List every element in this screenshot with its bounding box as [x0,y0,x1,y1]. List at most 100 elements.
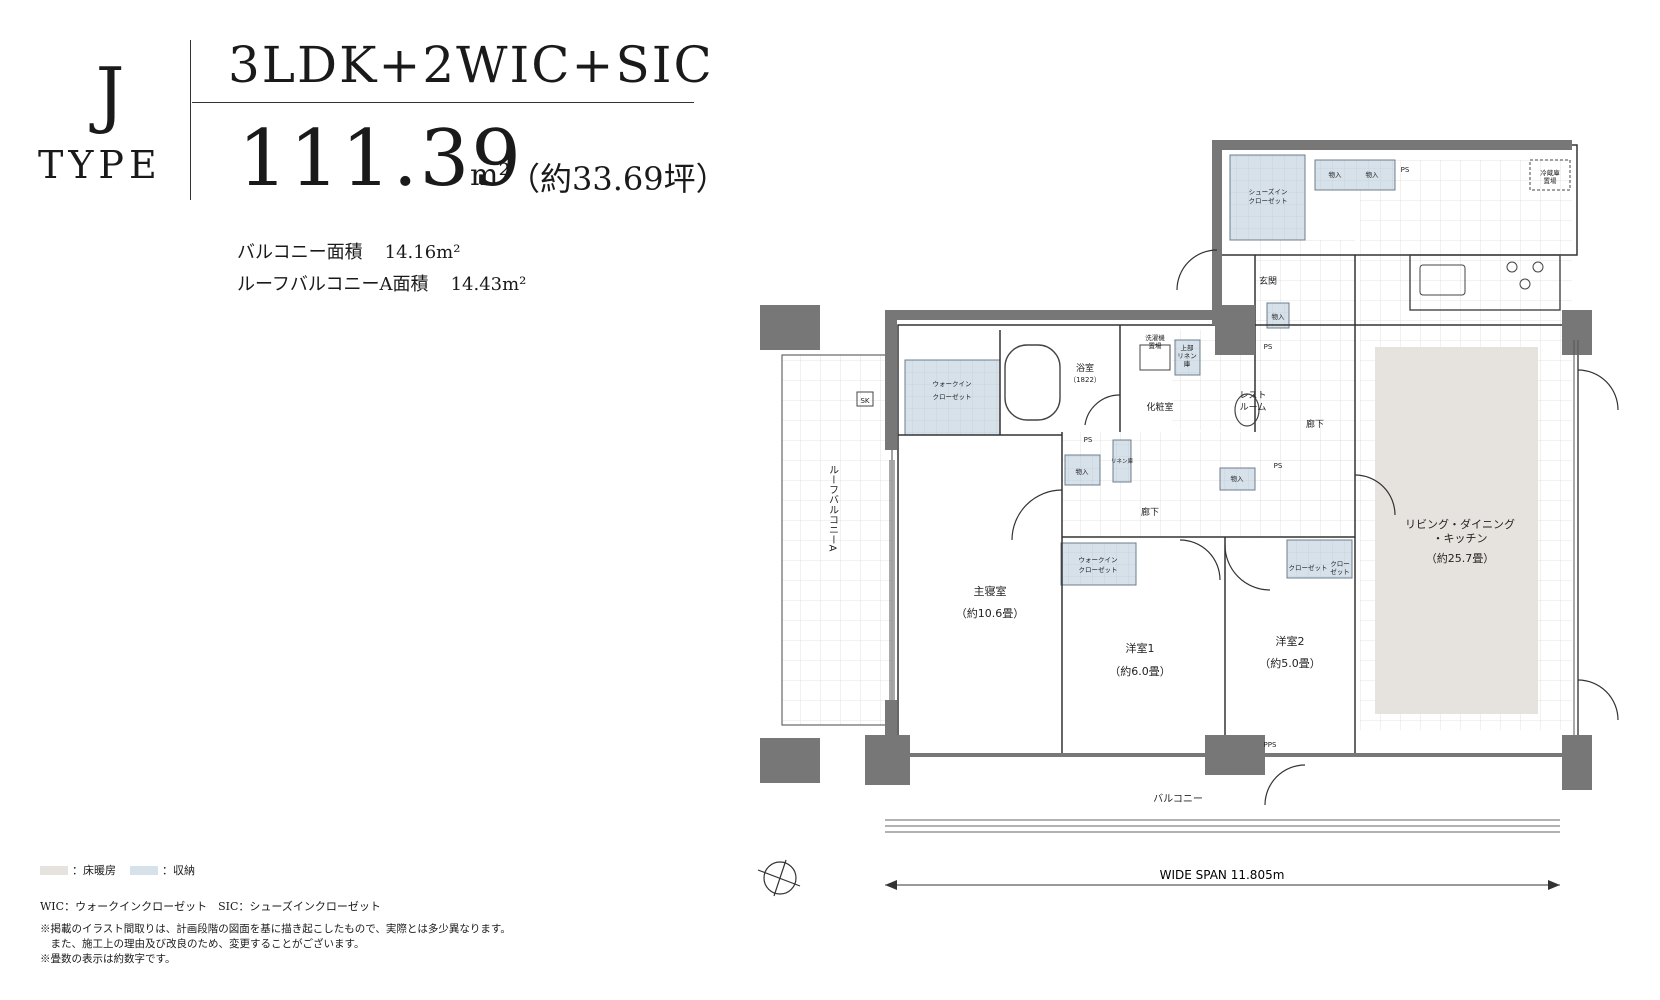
title-divider-vertical [190,40,191,200]
kitchen-counter [1409,254,1561,311]
bath-size: （1822） [1069,376,1101,384]
legend: ：床暖房 ：収納 [40,862,195,878]
powder-label: 化粧室 [1146,401,1173,413]
ps-label-2: PS [1264,343,1273,351]
roof-balcony-area-row: ルーフバルコニーA面積 14.43m² [237,269,526,301]
door-room1 [1179,539,1221,581]
nyuka-hall-label: 物入 [1076,467,1090,476]
fridge-slot [1529,159,1571,191]
wic2-area [1060,542,1137,586]
closet-label-b: クロー [1330,560,1350,568]
ps-label-4: PS [1401,166,1410,174]
wic1-area [904,359,1001,436]
linen-upper-label-2: リネン [1177,352,1197,360]
wall-left-entrance [1212,140,1222,325]
fridge-label-1: 冷蔵庫 [1540,168,1560,177]
stove-burner-1 [1506,261,1518,273]
stove-burner-3 [1519,278,1531,290]
nyuka-rest-label: 物入 [1231,474,1245,483]
floor-heating-legend: ：床暖房 [72,864,116,877]
room1-size: （約6.0畳） [1109,664,1171,678]
ldk-label: リビング・ダイニング [1405,517,1515,531]
layout-title: 3LDK+2WIC+SIC [228,36,714,94]
rest-label-2: ルーム [1240,402,1267,413]
roof-stair-top [760,305,820,350]
ps-label-3: PS [1274,462,1283,470]
wall-top-entrance [1212,140,1572,150]
door-window-upper [1577,369,1619,411]
note-2: また、施工上の理由及び改良のため、変更することがございます。 [40,938,365,950]
wic2-label-b: クローゼット [1079,565,1118,574]
rest-label: レスト [1239,391,1266,401]
closet-room2-area [1286,539,1353,579]
area-unit: m² [470,158,511,193]
balcony-area-value: 14.16m² [384,242,461,263]
sic-label-b: クローゼット [1249,196,1288,205]
door-master [1011,489,1063,541]
storage-swatch [130,865,158,875]
type-word: TYPE [38,143,162,187]
type-letter: J [95,52,125,136]
sic-area [1229,154,1306,241]
storage-legend: ：収納 [162,864,195,877]
floor-heating-area [1375,347,1538,714]
wic1-label-b: クローゼット [933,392,972,401]
linen-upper-label-3: 庫 [1184,359,1191,368]
balcony-area-label: バルコニー面積 [237,242,363,263]
room1-label: 洋室1 [1126,641,1155,655]
roof-balcony-label: ルーフバルコニーA [827,465,839,552]
balcony-area-row: バルコニー面積 14.16m² [237,237,526,269]
nyuka-hall [1064,454,1101,486]
hall-label-1: 廊下 [1141,506,1159,518]
column-right-lower [1562,735,1592,790]
column-right-upper [1562,310,1592,355]
closet-label-a: クローゼット [1289,563,1328,572]
washer-label-1: 洗濯機 [1145,333,1165,342]
roof-balcony-area-value: 14.43m² [450,274,527,295]
room2-size: （約5.0畳） [1259,656,1321,670]
nyuka-rest [1219,467,1256,491]
wall-left-upper [885,310,897,450]
sk-label: SK [860,397,869,405]
entrance-label: 玄関 [1259,275,1277,287]
wic2-label-a: ウォークイン [1079,556,1118,564]
door-entrance [1176,249,1218,291]
wic1-label-a: ウォークイン [933,380,972,388]
linen-upper [1174,339,1201,376]
title-divider-horizontal [192,102,694,103]
door-bath [1084,394,1121,426]
nyuka-kitchen-label-2: 物入 [1366,170,1380,179]
room2-label: 洋室2 [1276,634,1305,648]
nyuka-entrance [1266,302,1290,329]
sk-box [856,391,874,407]
linen-hall [1112,439,1132,483]
sic-label-a: シューズイン [1249,187,1288,196]
nyuka-kitchen-label-1: 物入 [1329,170,1343,179]
roof-balcony-area-label: ルーフバルコニーA面積 [237,274,429,295]
compass [757,859,801,897]
wall-top-main [892,310,1212,320]
pps-label: PPS [1264,741,1277,749]
notes: ※掲載のイラスト間取りは、計画段階の図面を基に描き起こしたもので、実際とは多少異… [40,922,511,967]
roof-stair-bottom [760,738,820,783]
hall-label-2: 廊下 [1306,418,1324,430]
column-bottom-left [865,735,910,785]
balcony-info: バルコニー面積 14.16m² ルーフバルコニーA面積 14.43m² [237,237,526,301]
linen-upper-label-1: 上部 [1181,343,1195,352]
kitchen-sink [1419,264,1466,296]
closet-label-c: ゼット [1330,567,1350,576]
door-room2 [1224,544,1271,591]
door-balcony [1264,764,1306,806]
bathtub [1004,344,1061,421]
ps-label-1: PS [1084,436,1093,444]
area-tsubo: （約33.69坪） [508,160,728,198]
wide-span-dimension: WIDE SPAN 11.805m [885,866,1560,890]
note-1: ※掲載のイラスト間取りは、計画段階の図面を基に描き起こしたもので、実際とは多少異… [40,923,511,935]
note-3: ※畳数の表示は約数字です。 [40,953,176,965]
master-label: 主寝室 [974,584,1007,598]
wide-span-label: WIDE SPAN 11.805m [1160,868,1285,882]
balcony-label: バルコニー [1153,793,1203,805]
nyuka-kitchen [1314,159,1396,191]
toilet [1234,393,1260,427]
